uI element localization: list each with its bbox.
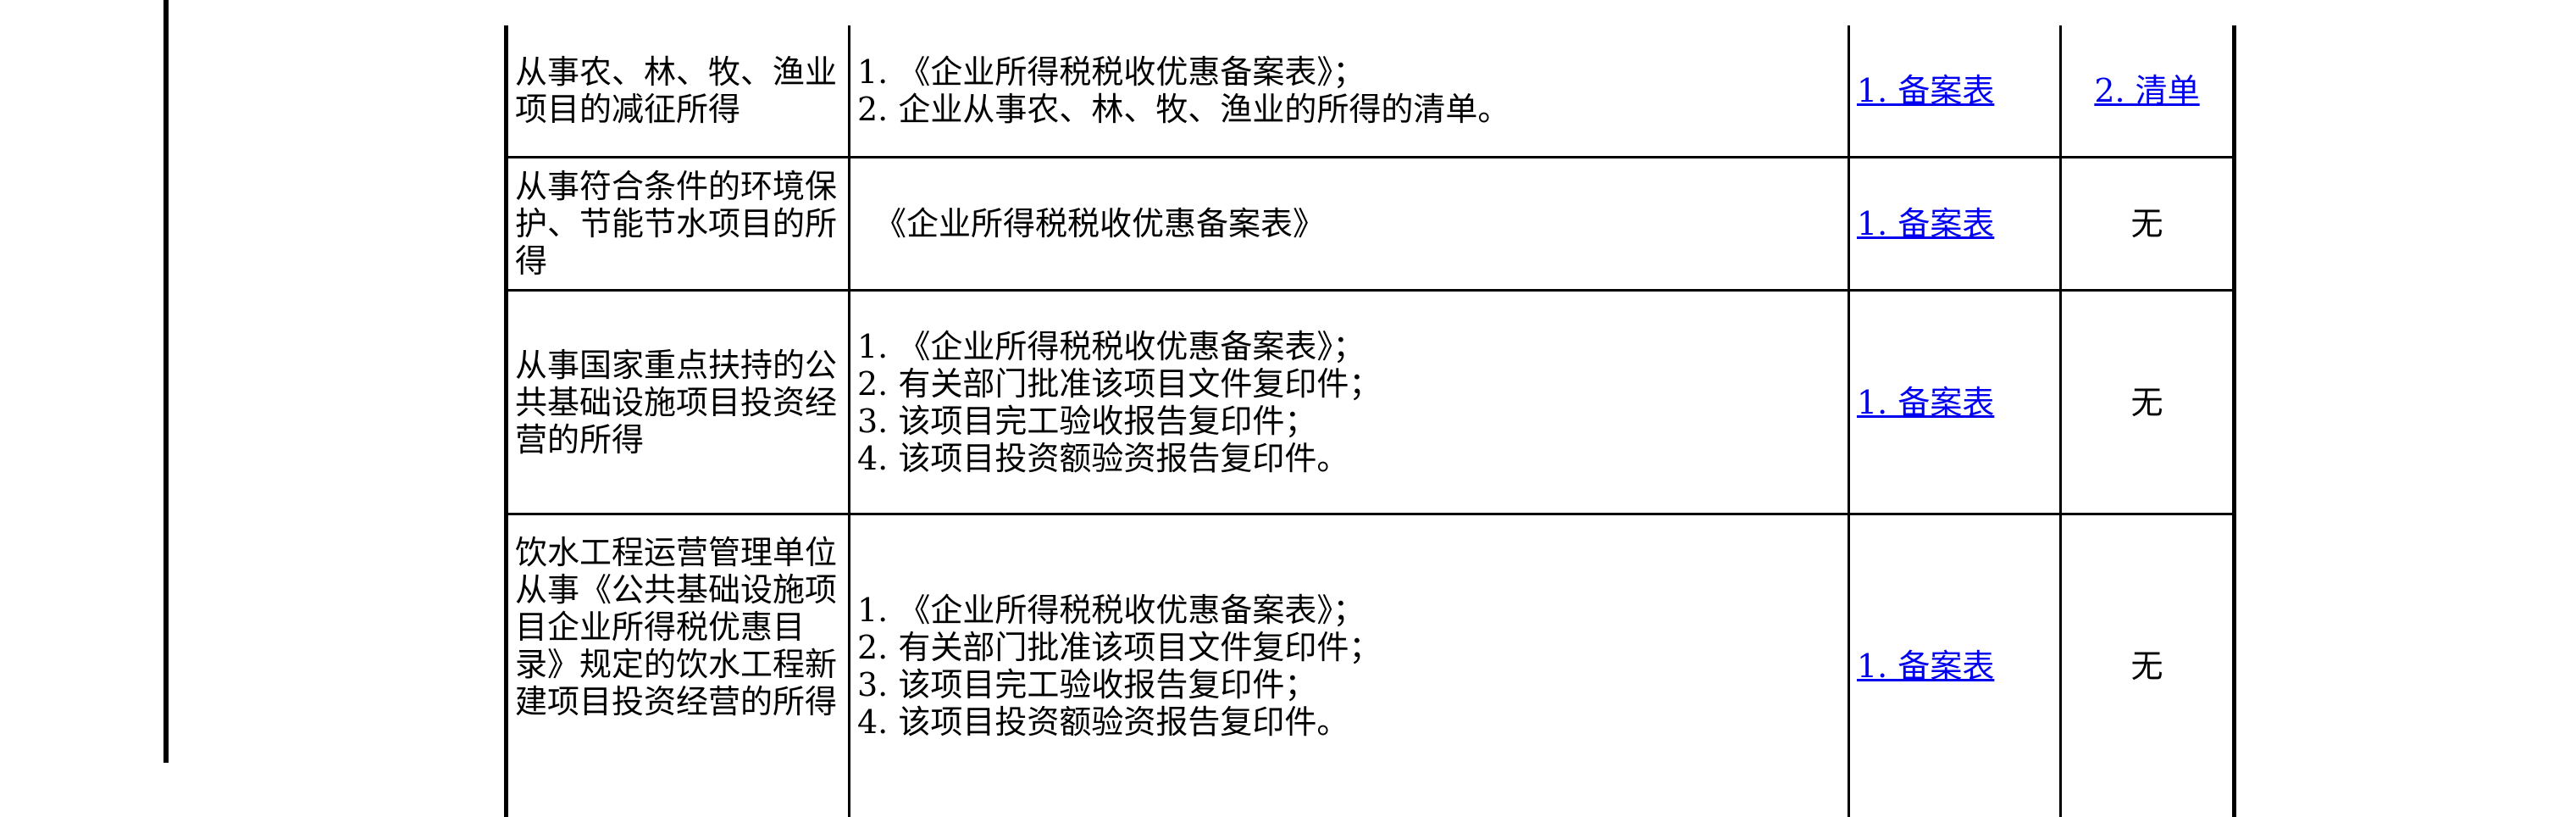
filing-form-cell: 1. 备案表 — [1849, 514, 2061, 817]
document-line: 2. 企业从事农、林、牧、渔业的所得的清单。 — [857, 91, 1841, 128]
document-line: 2. 有关部门批准该项目文件复印件； — [857, 365, 1841, 403]
none-cell: 无 — [2061, 158, 2235, 291]
table-row: 从事农、林、牧、渔业项目的减征所得 1. 《企业所得税税收优惠备案表》； 2. … — [507, 25, 2235, 158]
filing-form-link[interactable]: 1. 备案表 — [1857, 647, 1994, 685]
filing-form-cell: 1. 备案表 — [1849, 158, 2061, 291]
filing-form-link[interactable]: 1. 备案表 — [1857, 72, 1994, 109]
table-row: 饮水工程运营管理单位从事《公共基础设施项目企业所得税优惠目录》规定的饮水工程新建… — [507, 514, 2235, 817]
table-row: 从事符合条件的环境保护、节能节水项目的所得 《企业所得税税收优惠备案表》 1. … — [507, 158, 2235, 291]
none-cell: 无 — [2061, 514, 2235, 817]
filing-form-cell: 1. 备案表 — [1849, 291, 2061, 514]
document-line: 3. 该项目完工验收报告复印件； — [857, 403, 1841, 440]
table-row: 从事国家重点扶持的公共基础设施项目投资经营的所得 1. 《企业所得税税收优惠备案… — [507, 291, 2235, 514]
list-link[interactable]: 2. 清单 — [2094, 72, 2199, 109]
document-line: 2. 有关部门批准该项目文件复印件； — [857, 629, 1841, 666]
filing-form-cell: 1. 备案表 — [1849, 25, 2061, 158]
document-line: 3. 该项目完工验收报告复印件； — [857, 666, 1841, 703]
document-line: 《企业所得税税收优惠备案表》 — [874, 205, 1841, 242]
item-cell: 从事符合条件的环境保护、节能节水项目的所得 — [507, 158, 850, 291]
documents-cell: 《企业所得税税收优惠备案表》 — [850, 158, 1849, 291]
document-line: 1. 《企业所得税税收优惠备案表》； — [857, 592, 1841, 629]
document-line: 1. 《企业所得税税收优惠备案表》； — [857, 53, 1841, 91]
filing-form-link[interactable]: 1. 备案表 — [1857, 205, 1994, 242]
document-line: 4. 该项目投资额验资报告复印件。 — [857, 703, 1841, 741]
document-line: 4. 该项目投资额验资报告复印件。 — [857, 440, 1841, 477]
none-cell: 无 — [2061, 291, 2235, 514]
tax-filing-table: 从事农、林、牧、渔业项目的减征所得 1. 《企业所得税税收优惠备案表》； 2. … — [504, 25, 2236, 817]
item-cell: 饮水工程运营管理单位从事《公共基础设施项目企业所得税优惠目录》规定的饮水工程新建… — [507, 514, 850, 817]
documents-cell: 1. 《企业所得税税收优惠备案表》； 2. 企业从事农、林、牧、渔业的所得的清单… — [850, 25, 1849, 158]
documents-cell: 1. 《企业所得税税收优惠备案表》； 2. 有关部门批准该项目文件复印件； 3.… — [850, 291, 1849, 514]
left-border-line — [163, 0, 169, 763]
list-cell: 2. 清单 — [2061, 25, 2235, 158]
item-cell: 从事农、林、牧、渔业项目的减征所得 — [507, 25, 850, 158]
filing-form-link[interactable]: 1. 备案表 — [1857, 384, 1994, 421]
documents-cell: 1. 《企业所得税税收优惠备案表》； 2. 有关部门批准该项目文件复印件； 3.… — [850, 514, 1849, 817]
document-line: 1. 《企业所得税税收优惠备案表》； — [857, 328, 1841, 365]
item-cell: 从事国家重点扶持的公共基础设施项目投资经营的所得 — [507, 291, 850, 514]
